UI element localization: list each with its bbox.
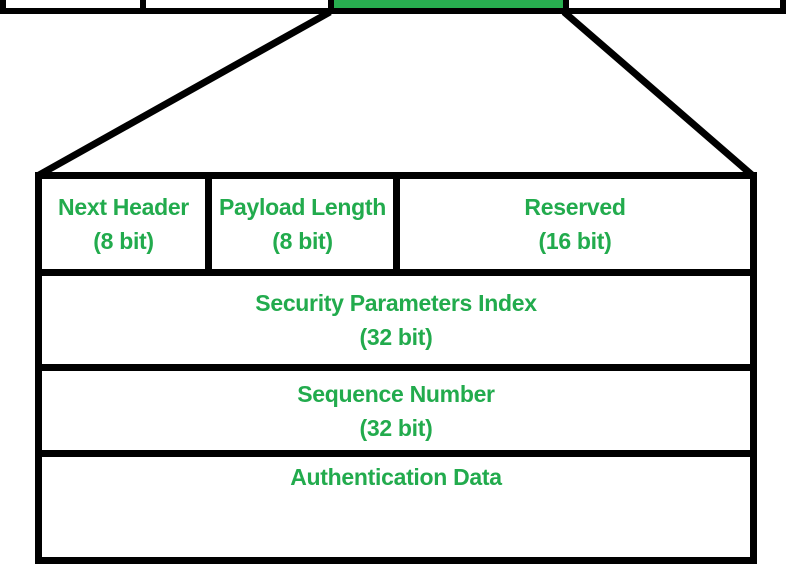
packet-segment-4 bbox=[563, 0, 786, 14]
field-size: (8 bit) bbox=[272, 228, 333, 254]
field-reserved: Reserved (16 bit) bbox=[400, 179, 750, 269]
expansion-lines bbox=[37, 8, 755, 179]
ah-header-table: Next Header (8 bit) Payload Length (8 bi… bbox=[35, 172, 757, 564]
expansion-line-right bbox=[561, 9, 755, 178]
expansion-line-left bbox=[37, 8, 332, 179]
field-payload-length: Payload Length (8 bit) bbox=[212, 179, 393, 269]
field-title: Security Parameters Index bbox=[255, 290, 537, 316]
field-size: (8 bit) bbox=[93, 228, 154, 254]
field-title: Next Header bbox=[58, 194, 189, 220]
table-row-1: Next Header (8 bit) Payload Length (8 bi… bbox=[42, 179, 750, 269]
field-sequence-number: Sequence Number (32 bit) bbox=[42, 371, 750, 450]
field-size: (32 bit) bbox=[359, 324, 433, 350]
field-authentication-data: Authentication Data bbox=[42, 457, 750, 557]
field-title: Authentication Data bbox=[290, 464, 502, 490]
field-security-parameters-index: Security Parameters Index (32 bit) bbox=[42, 276, 750, 364]
field-size: (32 bit) bbox=[359, 414, 433, 441]
field-title: Sequence Number bbox=[297, 380, 495, 407]
table-row-2: Security Parameters Index (32 bit) bbox=[42, 276, 750, 364]
table-row-3: Sequence Number (32 bit) bbox=[42, 371, 750, 450]
field-size: (16 bit) bbox=[538, 228, 612, 254]
field-next-header: Next Header (8 bit) bbox=[42, 179, 205, 269]
table-row-4: Authentication Data bbox=[42, 457, 750, 557]
field-title: Payload Length bbox=[218, 194, 387, 220]
field-title: Reserved bbox=[524, 194, 626, 220]
